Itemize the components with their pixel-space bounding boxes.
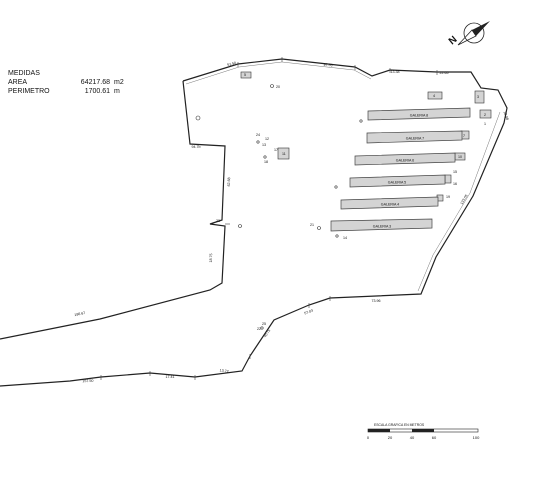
point-label: 18 bbox=[264, 160, 268, 164]
gallery-6-label: GALERIA 6 bbox=[396, 159, 414, 163]
dimension-label: 18.75 bbox=[209, 253, 213, 262]
point-label: 1 bbox=[484, 122, 486, 126]
dimension-label: 196.67 bbox=[74, 311, 86, 317]
point-label: 24 bbox=[256, 133, 260, 137]
dimension-label: 133.05 bbox=[460, 194, 469, 206]
scale-bar-title: ESCALA GRAFICA EN METROS bbox=[374, 423, 425, 427]
small-structure bbox=[474, 90, 485, 104]
gallery-3-label: GALERIA 3 bbox=[373, 225, 391, 229]
legend-perimeter-row: PERIMETRO 1700.61 m bbox=[8, 87, 124, 96]
dimension-label: 13.72 bbox=[219, 368, 228, 373]
dimension-label: 13.38 bbox=[391, 70, 400, 74]
dimension-label: 22.65 bbox=[440, 71, 449, 75]
measurements-legend: MEDIDAS AREA 64217.68 m2 PERIMETRO 1700.… bbox=[8, 69, 124, 96]
scale-bar: ESCALA GRAFICA EN METROS 0 20 40 60 100 bbox=[367, 423, 480, 440]
dimension-label: 157.50 bbox=[82, 379, 93, 384]
small-structure bbox=[427, 91, 443, 100]
point-label: 12 bbox=[265, 137, 269, 141]
point-label: 19 bbox=[446, 195, 450, 199]
point-label: 14 bbox=[343, 236, 347, 240]
point-label: 15 bbox=[453, 170, 457, 174]
legend-title: MEDIDAS bbox=[8, 70, 40, 77]
point-label: 13 bbox=[262, 143, 266, 147]
boundary-ticks bbox=[100, 57, 438, 380]
perimeter-label: PERIMETRO bbox=[8, 88, 50, 95]
dimension-label: 73.96 bbox=[372, 299, 381, 303]
scale-tick: 20 bbox=[388, 435, 393, 440]
gallery-5-label: GALERIA 5 bbox=[388, 181, 406, 185]
point-label: 2 bbox=[484, 113, 486, 117]
small-structure bbox=[444, 174, 452, 184]
dimension-label: 40.75 bbox=[263, 329, 271, 339]
perimeter-unit: m bbox=[114, 88, 120, 95]
area-label: AREA bbox=[8, 79, 28, 86]
north-letter: N bbox=[447, 34, 460, 47]
point-label: 22 bbox=[257, 327, 261, 331]
gallery-8-label: GALERIA 8 bbox=[410, 114, 428, 118]
scale-tick: 60 bbox=[432, 435, 437, 440]
point-label: 20 bbox=[276, 85, 280, 89]
gallery-3-building bbox=[330, 218, 433, 232]
point-label: 25 bbox=[262, 322, 266, 326]
dimension-label: 17.41 bbox=[166, 375, 175, 379]
gallery-7-building bbox=[366, 130, 463, 144]
point-label: 23 bbox=[216, 219, 220, 223]
perimeter-value: 1700.61 bbox=[84, 88, 110, 95]
scale-tick: 0 bbox=[367, 435, 370, 440]
point-label: 7 bbox=[463, 134, 465, 138]
small-structure bbox=[479, 109, 492, 119]
dimension-label: 57.03 bbox=[304, 309, 314, 316]
legend-area-row: AREA 64217.68 m2 bbox=[8, 78, 124, 87]
north-arrow: N bbox=[447, 21, 490, 47]
point-label: 3 bbox=[477, 95, 479, 99]
area-unit: m2 bbox=[114, 79, 124, 86]
scale-tick: 40 bbox=[410, 435, 415, 440]
gallery-7-label: GALERIA 7 bbox=[406, 137, 424, 141]
dimension-label: 18.08 bbox=[503, 111, 510, 121]
property-boundary bbox=[0, 58, 508, 387]
point-label: 21 bbox=[310, 223, 314, 227]
point-label: 4 bbox=[433, 94, 435, 98]
boundary-inner-line-right bbox=[417, 111, 501, 292]
gallery-6-building bbox=[354, 152, 456, 166]
area-value: 64217.68 bbox=[80, 79, 110, 86]
point-label: 5 bbox=[244, 73, 246, 77]
dimension-label: 94.7b bbox=[192, 145, 201, 149]
gallery-4-building bbox=[340, 196, 439, 210]
dimension-label: 51.50 bbox=[227, 61, 237, 67]
gallery-5-building bbox=[349, 174, 446, 188]
dimension-label: 97.33 bbox=[323, 63, 332, 68]
point-label: 10 bbox=[458, 155, 462, 159]
point-label: 11 bbox=[282, 152, 286, 156]
small-structure bbox=[277, 147, 290, 160]
gallery-8-building bbox=[367, 107, 471, 121]
scale-tick: 100 bbox=[473, 435, 480, 440]
point-label: 17 bbox=[274, 148, 278, 152]
dimension-label: 62.68 bbox=[227, 177, 231, 186]
point-label: 16 bbox=[453, 182, 457, 186]
survey-points bbox=[195, 84, 363, 330]
small-structure bbox=[240, 71, 252, 79]
property-boundary-lower-edge bbox=[0, 80, 226, 340]
gallery-4-label: GALERIA 4 bbox=[381, 203, 399, 207]
